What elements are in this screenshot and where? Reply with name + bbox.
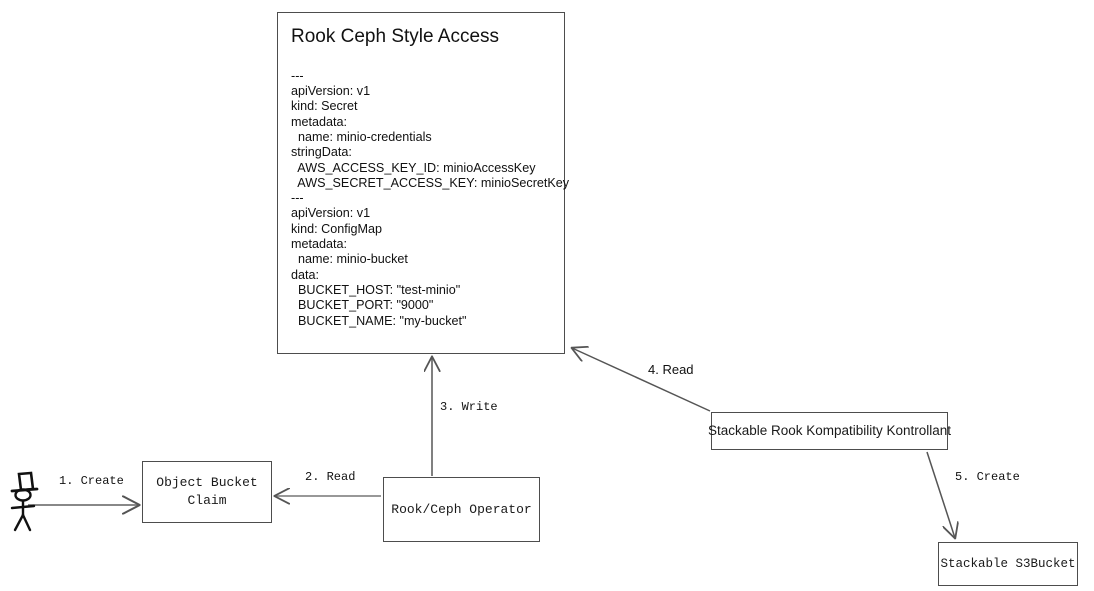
node-stackable-rook-kompatibility-kontrollant[interactable]: Stackable Rook Kompatibility Kontrollant bbox=[707, 412, 952, 450]
node-rook-ceph-operator-label: Rook/Ceph Operator bbox=[391, 501, 532, 517]
edge-label-5-create: 5. Create bbox=[955, 470, 1020, 484]
yaml-card-body: --- apiVersion: v1 kind: Secret metadata… bbox=[291, 68, 570, 328]
edge-label-3-write: 3. Write bbox=[440, 400, 498, 414]
edge-4-read bbox=[572, 348, 711, 412]
edge-label-1-create: 1. Create bbox=[59, 474, 124, 488]
node-stackable-rook-kompatibility-kontrollant-label: Stackable Rook Kompatibility Kontrollant bbox=[707, 423, 952, 439]
node-stackable-s3bucket-label: Stackable S3Bucket bbox=[940, 556, 1076, 571]
node-rook-ceph-operator[interactable]: Rook/Ceph Operator bbox=[383, 477, 540, 542]
edge-label-2-read: 2. Read bbox=[305, 470, 356, 484]
node-stackable-s3bucket[interactable]: Stackable S3Bucket bbox=[938, 542, 1078, 586]
yaml-card-title: Rook Ceph Style Access bbox=[291, 26, 500, 47]
node-object-bucket-claim-label: Object Bucket Claim bbox=[156, 475, 258, 508]
actor-stick-figure-icon bbox=[10, 471, 39, 532]
edge-label-4-read: 4. Read bbox=[648, 362, 694, 377]
rook-ceph-style-access-card[interactable]: Rook Ceph Style Access --- apiVersion: v… bbox=[277, 12, 570, 354]
edge-5-create bbox=[926, 451, 955, 538]
node-object-bucket-claim[interactable]: Object Bucket Claim bbox=[142, 461, 272, 523]
